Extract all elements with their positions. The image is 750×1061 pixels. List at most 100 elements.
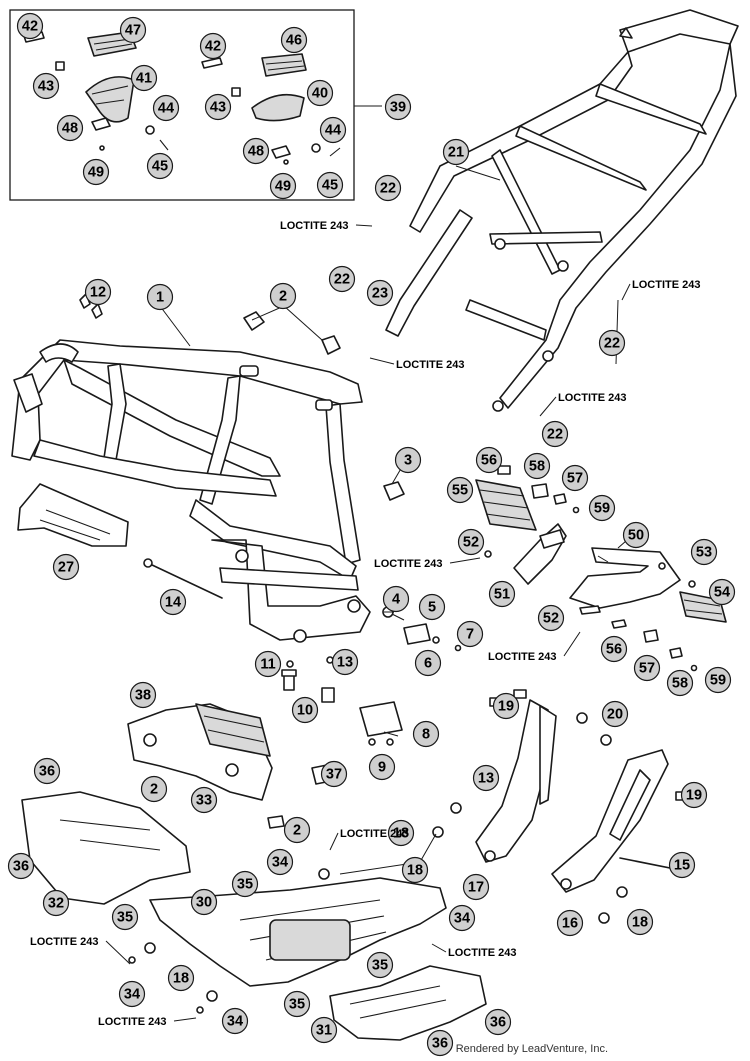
callout-45: 45 bbox=[146, 152, 174, 180]
svg-text:34: 34 bbox=[124, 987, 140, 1003]
callout-52: 52 bbox=[457, 528, 485, 556]
callout-42: 42 bbox=[16, 12, 44, 40]
callout-20: 20 bbox=[601, 700, 629, 728]
svg-text:22: 22 bbox=[380, 181, 396, 197]
rider-footrest-assembly bbox=[475, 465, 580, 585]
callout-3: 3 bbox=[394, 446, 422, 474]
svg-text:36: 36 bbox=[13, 859, 29, 875]
svg-text:58: 58 bbox=[672, 676, 688, 692]
callout-35-2: 35 bbox=[111, 903, 139, 931]
loctite-note-5: LOCTITE 243 bbox=[374, 557, 481, 570]
callout-22-2: 22 bbox=[328, 265, 356, 293]
svg-text:20: 20 bbox=[607, 707, 623, 723]
svg-text:18: 18 bbox=[632, 915, 648, 931]
loctite-note-9: LOCTITE 243 bbox=[30, 936, 131, 965]
svg-text:35: 35 bbox=[117, 910, 133, 926]
callout-34-3: 34 bbox=[118, 980, 146, 1008]
callout-49-2: 49 bbox=[269, 172, 297, 200]
callout-41: 41 bbox=[130, 64, 158, 92]
callout-2-2: 2 bbox=[140, 775, 168, 803]
svg-text:21: 21 bbox=[448, 145, 464, 161]
callout-18: 18 bbox=[387, 819, 415, 847]
svg-text:32: 32 bbox=[48, 896, 64, 912]
callout-15: 15 bbox=[668, 851, 696, 879]
callout-5: 5 bbox=[418, 593, 446, 621]
svg-text:45: 45 bbox=[322, 178, 338, 194]
svg-text:43: 43 bbox=[210, 100, 226, 116]
callout-44: 44 bbox=[152, 94, 180, 122]
callout-57-2: 57 bbox=[633, 654, 661, 682]
callout-58-2: 58 bbox=[666, 669, 694, 697]
callout-52-2: 52 bbox=[537, 604, 565, 632]
svg-text:7: 7 bbox=[466, 627, 474, 643]
callout-43-2: 43 bbox=[204, 93, 232, 121]
callout-40: 40 bbox=[306, 79, 334, 107]
svg-text:16: 16 bbox=[562, 916, 578, 932]
svg-text:50: 50 bbox=[628, 528, 644, 544]
loctite-note-3: LOCTITE 243 bbox=[369, 357, 464, 371]
svg-text:LOCTITE 243: LOCTITE 243 bbox=[632, 279, 700, 291]
callout-34-2: 34 bbox=[448, 904, 476, 932]
callout-59-2: 59 bbox=[704, 666, 732, 694]
svg-text:13: 13 bbox=[478, 771, 494, 787]
callout-37: 37 bbox=[320, 760, 348, 788]
svg-text:LOCTITE 243: LOCTITE 243 bbox=[448, 947, 516, 959]
svg-text:18: 18 bbox=[173, 971, 189, 987]
svg-text:48: 48 bbox=[248, 144, 264, 160]
svg-text:23: 23 bbox=[372, 286, 388, 302]
callout-50: 50 bbox=[622, 521, 650, 549]
svg-text:55: 55 bbox=[452, 483, 468, 499]
callout-27: 27 bbox=[52, 553, 80, 581]
svg-text:LOCTITE 243: LOCTITE 243 bbox=[374, 558, 442, 570]
loctite-note-6: LOCTITE 243 bbox=[488, 631, 581, 663]
svg-text:LOCTITE 243: LOCTITE 243 bbox=[340, 828, 408, 840]
svg-text:57: 57 bbox=[639, 661, 655, 677]
svg-text:34: 34 bbox=[227, 1014, 243, 1030]
callout-34: 34 bbox=[266, 848, 294, 876]
side-stand-brackets bbox=[432, 689, 691, 924]
svg-text:34: 34 bbox=[454, 911, 470, 927]
svg-text:43: 43 bbox=[38, 79, 54, 95]
callout-18-4: 18 bbox=[626, 908, 654, 936]
callout-1: 1 bbox=[146, 283, 174, 311]
svg-text:38: 38 bbox=[135, 688, 151, 704]
svg-text:57: 57 bbox=[567, 471, 583, 487]
callout-35-4: 35 bbox=[283, 990, 311, 1018]
callout-4: 4 bbox=[382, 585, 410, 613]
callout-31: 31 bbox=[310, 1016, 338, 1044]
svg-text:8: 8 bbox=[422, 727, 430, 743]
callout-10: 10 bbox=[291, 696, 319, 724]
callout-21: 21 bbox=[442, 138, 470, 166]
svg-text:59: 59 bbox=[594, 501, 610, 517]
callout-19: 19 bbox=[492, 692, 520, 720]
callout-9: 9 bbox=[368, 753, 396, 781]
callout-13-2: 13 bbox=[472, 764, 500, 792]
callout-33: 33 bbox=[190, 786, 218, 814]
svg-text:22: 22 bbox=[547, 427, 563, 443]
svg-text:31: 31 bbox=[316, 1023, 332, 1039]
svg-text:15: 15 bbox=[674, 858, 690, 874]
callout-55: 55 bbox=[446, 476, 474, 504]
svg-text:52: 52 bbox=[463, 535, 479, 551]
callout-57: 57 bbox=[561, 464, 589, 492]
svg-text:47: 47 bbox=[125, 23, 141, 39]
svg-text:LOCTITE 243: LOCTITE 243 bbox=[558, 392, 626, 404]
svg-text:45: 45 bbox=[152, 159, 168, 175]
svg-text:2: 2 bbox=[293, 823, 301, 839]
svg-text:LOCTITE 243: LOCTITE 243 bbox=[30, 936, 98, 948]
callout-6: 6 bbox=[414, 649, 442, 677]
svg-text:11: 11 bbox=[260, 657, 275, 673]
main-frame bbox=[11, 339, 371, 643]
callout-44-2: 44 bbox=[319, 116, 347, 144]
loctite-note-2: LOCTITE 243 bbox=[621, 279, 700, 301]
callout-35: 35 bbox=[231, 870, 259, 898]
svg-text:36: 36 bbox=[432, 1036, 448, 1052]
callout-51: 51 bbox=[488, 580, 516, 608]
callout-36-3: 36 bbox=[426, 1029, 454, 1057]
svg-text:44: 44 bbox=[325, 123, 341, 139]
callout-22-3: 22 bbox=[598, 329, 626, 357]
callout-49: 49 bbox=[82, 158, 110, 186]
